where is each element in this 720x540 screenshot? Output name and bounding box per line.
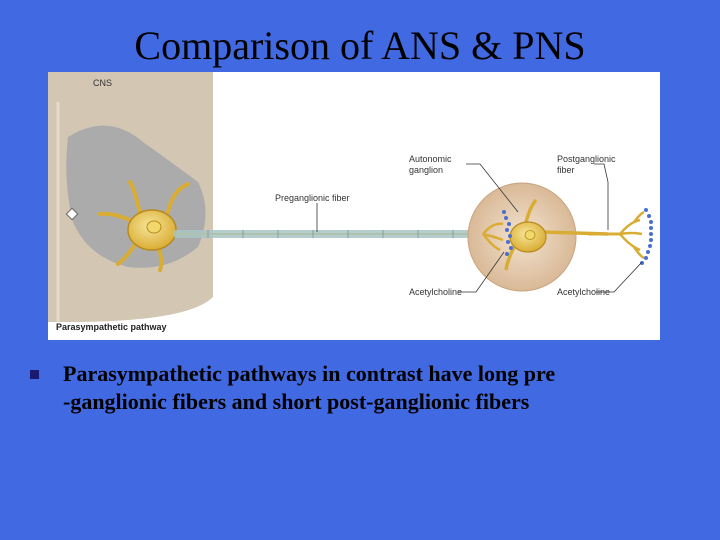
- postganglionic-terminals: [588, 208, 653, 265]
- pathway-caption: Parasympathetic pathway: [56, 322, 167, 332]
- bullet-item: Parasympathetic pathways in contrast hav…: [30, 360, 700, 416]
- autonomic-ganglion-label-1: Autonomic: [409, 154, 452, 164]
- bullet-text-line-1: Parasympathetic pathways in contrast hav…: [63, 361, 556, 386]
- preganglionic-neuron: [98, 180, 190, 272]
- autonomic-ganglion-label-2: ganglion: [409, 165, 443, 175]
- cns-label: CNS: [93, 78, 112, 88]
- autonomic-ganglion: [467, 182, 609, 292]
- acetylcholine-label-1: Acetylcholine: [409, 287, 462, 297]
- preganglionic-label: Preganglionic fiber: [275, 193, 350, 203]
- pathway-diagram: CNS Autonomic ganglion Postganglionic fi…: [48, 72, 653, 332]
- postganglionic-label-2: fiber: [557, 165, 575, 175]
- central-canal-icon: [65, 207, 79, 221]
- bullet-square-icon: [30, 370, 39, 379]
- postganglionic-label-1: Postganglionic: [557, 154, 616, 164]
- parasympathetic-pathway-figure: CNS Autonomic ganglion Postganglionic fi…: [48, 72, 660, 340]
- preganglionic-fiber: [173, 230, 498, 238]
- bullet-text-line-2: -ganglionic fibers and short post-gangli…: [63, 389, 530, 414]
- acetylcholine-label-2: Acetylcholine: [557, 287, 610, 297]
- slide-title: Comparison of ANS & PNS: [134, 23, 586, 68]
- bullet-text: Parasympathetic pathways in contrast hav…: [63, 360, 555, 416]
